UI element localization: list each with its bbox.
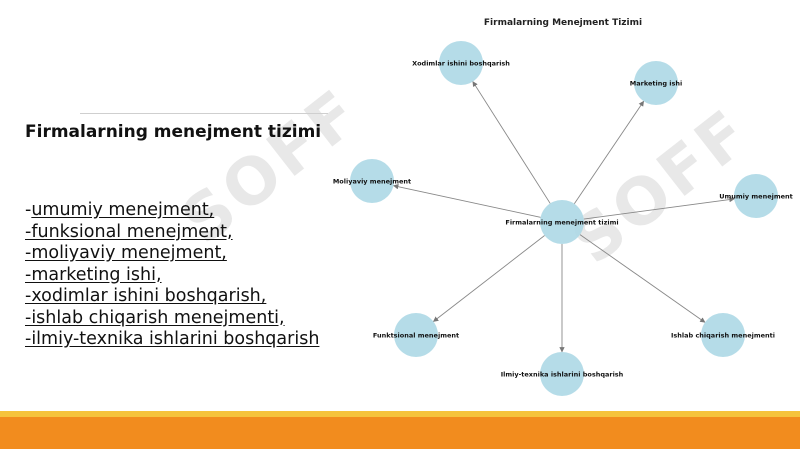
slide-heading: Firmalarning menejment tizimi — [25, 122, 322, 142]
diagram-node-label: Moliyaviy menejment — [333, 178, 411, 186]
diagram-node-label: Umumiy menejment — [719, 193, 793, 201]
diagram-title: Firmalarning Menejment Tizimi — [484, 18, 642, 28]
diagram-node-circle — [634, 61, 678, 105]
list-item-prefix: - — [25, 200, 32, 220]
diagram-nodes: Firmalarning menejment tizimi Xodimlar is… — [333, 41, 793, 396]
diagram-center-node-circle — [540, 200, 584, 244]
list-item-link[interactable]: -xodimlar ishini boshqarish, — [25, 286, 267, 306]
diagram-node-circle — [439, 41, 483, 85]
diagram-node-label: Ishlab chiqarish menejmenti — [671, 332, 775, 340]
list-item: -marketing ishi, — [25, 265, 325, 287]
diagram-edge — [583, 196, 735, 220]
list-item-link[interactable]: umumiy menejment, — [31, 200, 215, 220]
list-item-link[interactable]: -ishlab chiqarish menejmenti, — [25, 307, 285, 328]
diagram-node-circle — [734, 174, 778, 218]
list-item-link[interactable]: -funksional menejment, — [25, 221, 233, 242]
list-item-link[interactable]: -ilmiy-texnika ishlarini boshqarish — [25, 329, 320, 349]
list-item: -funksional menejment, — [25, 222, 325, 244]
diagram-edge — [573, 100, 645, 205]
list-item: -moliyaviy menejment, — [25, 243, 325, 265]
list-item: -ilmiy-texnika ishlarini boshqarish — [25, 329, 325, 351]
diagram-node-label: Xodimlar ishini boshqarish — [412, 60, 510, 68]
title-divider — [80, 113, 328, 114]
diagram-edge — [472, 81, 551, 204]
diagram-node-circle — [540, 352, 584, 396]
diagram-node-label: Funktsional menejment — [373, 332, 459, 340]
diagram-edge — [392, 184, 541, 218]
management-network-diagram: Firmalarning Menejment Tizimi Firmalarni… — [333, 18, 793, 396]
list-item-link[interactable]: -moliyaviy menejment, — [25, 243, 227, 263]
list-item: -umumiy menejment, — [25, 200, 325, 222]
diagram-node-circle — [701, 313, 745, 357]
list-item: -ishlab chiqarish menejmenti, — [25, 308, 325, 330]
diagram-edge — [432, 235, 545, 322]
list-item: -xodimlar ishini boshqarish, — [25, 286, 325, 308]
diagram-node-circle — [350, 159, 394, 203]
diagram-node-label: Marketing ishi — [630, 80, 682, 88]
management-types-list: -umumiy menejment, -funksional menejment… — [25, 200, 325, 351]
diagram-node-circle — [394, 313, 438, 357]
list-item-link[interactable]: -marketing ishi, — [25, 264, 162, 285]
footer-band — [0, 411, 800, 449]
diagram-edges — [392, 81, 735, 353]
diagram-edge — [579, 234, 706, 323]
diagram-center-node-label: Firmalarning menejment tizimi — [505, 219, 618, 227]
diagram-node-label: Ilmiy-texnika ishlarini boshqarish — [501, 371, 624, 379]
